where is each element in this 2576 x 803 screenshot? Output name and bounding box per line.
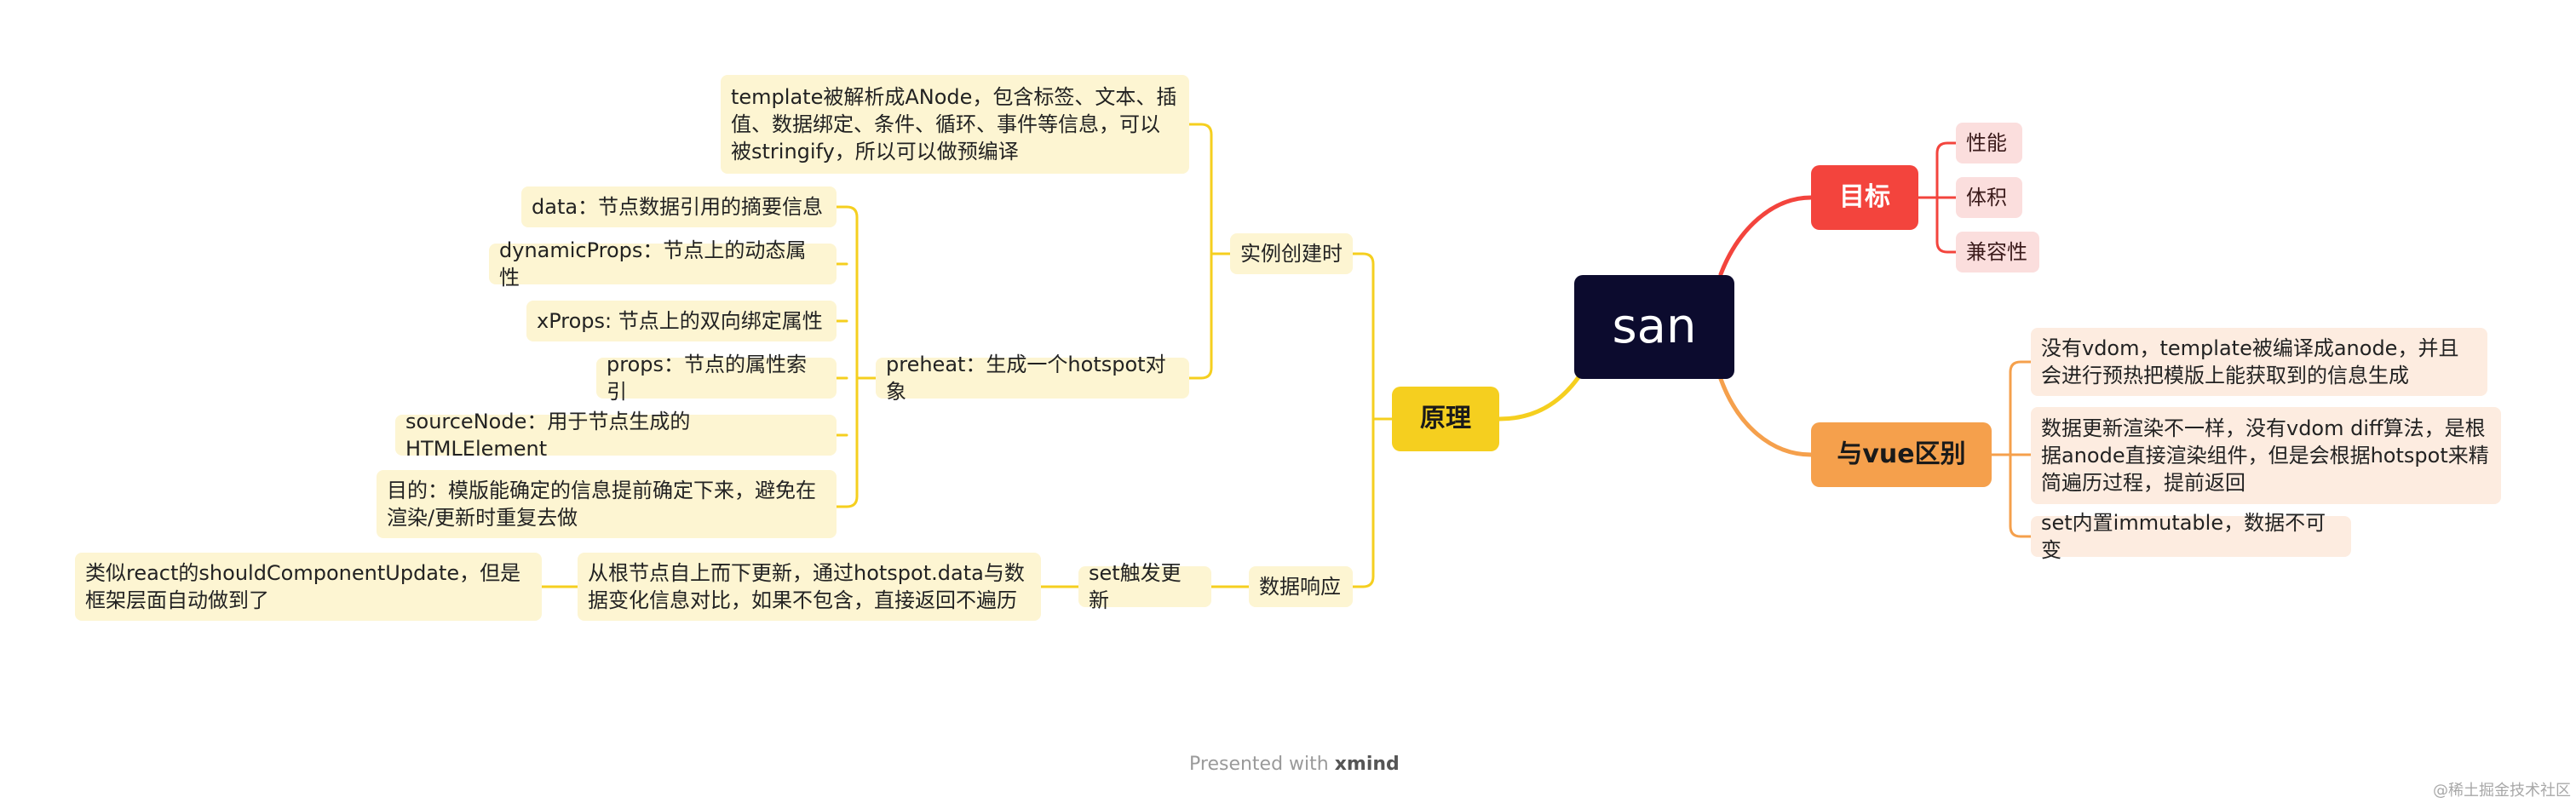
topic-vue-difference-label: 与vue区别 <box>1837 439 1966 469</box>
topic-principle[interactable]: 原理 <box>1392 387 1499 451</box>
connector-goal-items <box>1917 141 1958 254</box>
principle-instance-creation[interactable]: 实例创建时 <box>1230 233 1353 274</box>
connector-center-vue <box>1718 376 1814 457</box>
connector-preheat-items <box>835 205 877 508</box>
instance-preheat[interactable]: preheat：生成一个hotspot对象 <box>876 353 1189 404</box>
preheat-item-source-node[interactable]: sourceNode：用于节点生成的HTMLElement <box>395 410 837 461</box>
preheat-item-data[interactable]: data：节点数据引用的摘要信息 <box>521 186 837 227</box>
presented-with-footer: Presented with xmind <box>1189 754 1400 775</box>
vue-diff-item-render[interactable]: 数据更新渲染不一样，没有vdom diff算法，是根据anode直接渲染组件，但… <box>2031 407 2501 504</box>
central-topic[interactable]: san <box>1574 275 1734 379</box>
instance-template-note[interactable]: template被解析成ANode，包含标签、文本、插值、数据绑定、条件、循环、… <box>721 75 1189 174</box>
vue-diff-item-no-vdom[interactable]: 没有vdom，template被编译成anode，并且会进行预热把模版上能获取到… <box>2031 328 2487 396</box>
xmind-brand: xmind <box>1334 754 1400 775</box>
watermark: @稀土掘金技术社区 <box>2433 782 2571 800</box>
set-update-detail[interactable]: 从根节点自上而下更新，通过hotspot.data与数据变化信息对比，如果不包含… <box>578 553 1041 621</box>
connector-vue-items <box>1990 360 2033 538</box>
connector-instance-children <box>1187 123 1232 380</box>
topic-goal[interactable]: 目标 <box>1811 165 1918 230</box>
principle-data-reactive[interactable]: 数据响应 <box>1249 566 1353 607</box>
reactive-set-trigger[interactable]: set触发更新 <box>1078 561 1211 612</box>
connector-principle-children <box>1351 252 1394 588</box>
preheat-item-purpose[interactable]: 目的：模版能确定的信息提前确定下来，避免在渲染/更新时重复去做 <box>377 470 837 538</box>
vue-diff-item-immutable[interactable]: set内置immutable，数据不可变 <box>2031 511 2351 562</box>
goal-item-size[interactable]: 体积 <box>1956 177 2022 218</box>
goal-item-performance[interactable]: 性能 <box>1956 123 2022 163</box>
goal-item-compatibility[interactable]: 兼容性 <box>1956 232 2039 272</box>
preheat-item-dynamic-props[interactable]: dynamicProps：节点上的动态属性 <box>489 238 837 290</box>
topic-vue-difference[interactable]: 与vue区别 <box>1811 422 1992 487</box>
topic-goal-label: 目标 <box>1839 182 1890 212</box>
set-analogy-note[interactable]: 类似react的shouldComponentUpdate，但是框架层面自动做到… <box>75 553 542 621</box>
preheat-item-x-props[interactable]: xProps: 节点上的双向绑定属性 <box>526 301 837 341</box>
connector-center-principle <box>1497 375 1581 422</box>
topic-principle-label: 原理 <box>1420 404 1471 433</box>
connector-center-goal <box>1718 195 1814 277</box>
central-topic-label: san <box>1612 299 1697 354</box>
preheat-item-props[interactable]: props：节点的属性索引 <box>596 353 837 404</box>
